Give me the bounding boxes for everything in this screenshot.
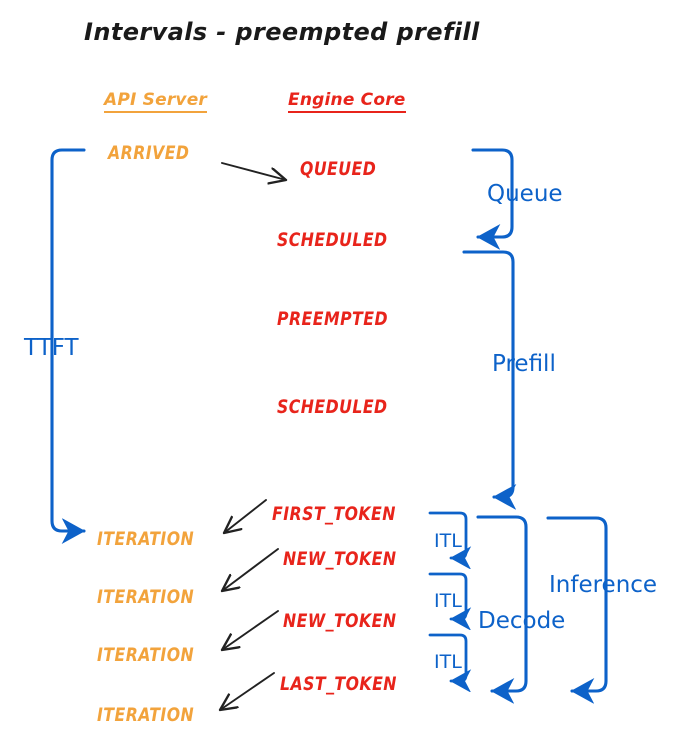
api-event-iteration-1: ITERATION <box>97 528 195 550</box>
arrow-last-token-to-iteration <box>220 672 275 710</box>
engine-event-scheduled-2: SCHEDULED <box>277 396 388 418</box>
engine-event-first-token: FIRST_TOKEN <box>272 503 396 525</box>
engine-event-scheduled-1: SCHEDULED <box>277 229 388 251</box>
interval-label-ttft: TTFT <box>24 335 79 361</box>
interval-label-prefill: Prefill <box>492 351 556 377</box>
interval-label-decode: Decode <box>478 608 566 634</box>
api-event-iteration-2: ITERATION <box>97 586 195 608</box>
column-header-engine-core: Engine Core <box>288 92 406 113</box>
engine-event-last-token: LAST_TOKEN <box>280 673 397 695</box>
interval-label-queue: Queue <box>487 181 563 207</box>
api-event-arrived: ARRIVED <box>108 142 190 164</box>
api-event-iteration-3: ITERATION <box>97 644 195 666</box>
engine-event-new-token-2: NEW_TOKEN <box>283 610 397 632</box>
bracket-inference <box>546 516 608 691</box>
interval-label-inference: Inference <box>549 572 658 598</box>
interval-label-itl-1: ITL <box>434 530 462 552</box>
arrow-first-token-to-iteration <box>224 499 267 533</box>
engine-event-new-token-1: NEW_TOKEN <box>283 548 397 570</box>
interval-label-itl-2: ITL <box>434 590 462 612</box>
engine-event-preempted: PREEMPTED <box>277 308 388 330</box>
page-title: Intervals - preempted prefill <box>84 18 480 46</box>
bracket-decode <box>476 515 528 691</box>
engine-event-queued: QUEUED <box>300 158 377 180</box>
interval-label-itl-3: ITL <box>434 651 462 673</box>
arrow-new-token-to-iteration-1 <box>222 548 279 591</box>
api-event-iteration-4: ITERATION <box>97 704 195 726</box>
column-header-api-server: API Server <box>104 92 208 113</box>
arrow-arrived-to-queued <box>221 162 286 180</box>
arrow-new-token-to-iteration-2 <box>222 610 279 650</box>
